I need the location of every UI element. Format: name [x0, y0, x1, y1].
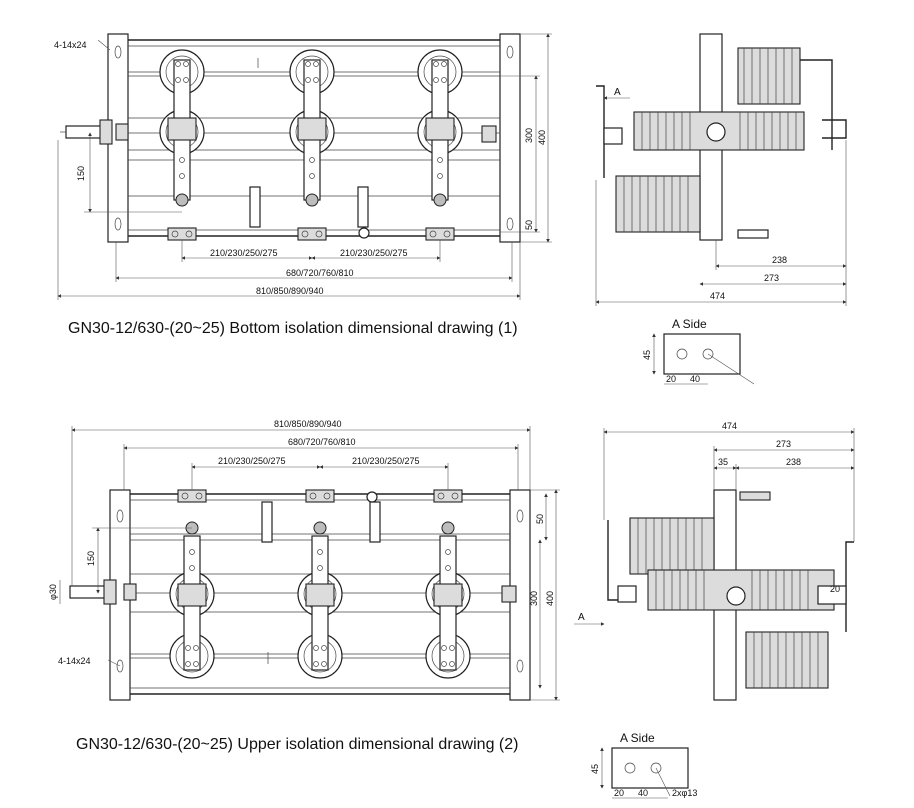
- dim-238: 238: [786, 457, 801, 467]
- dim-shaft-offset: 150: [76, 166, 86, 181]
- drawing1-side-view: A 238 273 474: [595, 33, 847, 306]
- pole-1: [169, 489, 215, 679]
- right-end-plate: [499, 33, 521, 243]
- dim-height-inner: 300: [524, 128, 534, 143]
- drawing2-caption: GN30-12/630-(20~25) Upper isolation dime…: [76, 736, 519, 753]
- pole-3: [417, 49, 463, 241]
- dim-273: 273: [764, 273, 779, 283]
- a-side-dim-40: 40: [690, 374, 700, 384]
- pole-3: [425, 489, 471, 679]
- a-side-dim-40: 40: [638, 788, 648, 798]
- insulator-lower: [745, 631, 829, 689]
- dim-238: 238: [772, 255, 787, 265]
- dim-mounting-span: 680/720/760/810: [288, 437, 356, 447]
- view-arrow-label: A: [578, 612, 585, 623]
- dim-overall-length: 810/850/890/940: [256, 286, 324, 296]
- dim-offset: 50: [524, 220, 534, 230]
- pole-1: [159, 49, 205, 241]
- dim-pole-spacing-right: 210/230/250/275: [340, 248, 408, 258]
- dim-273: 273: [776, 439, 791, 449]
- a-side-dim-45: 45: [590, 764, 600, 774]
- dim-height-inner: 300: [529, 591, 539, 606]
- dim-mounting-span: 680/720/760/810: [286, 268, 354, 278]
- a-side-dim-20: 20: [666, 374, 676, 384]
- dim-overall-length: 810/850/890/940: [274, 419, 342, 429]
- view-arrow-label: A: [614, 87, 621, 98]
- dim-35: 35: [718, 457, 728, 467]
- a-side-dim-20: 20: [614, 788, 624, 798]
- drawing2-front-view: 810/850/890/940 680/720/760/810 210/230/…: [48, 419, 560, 701]
- pole-2: [297, 489, 343, 679]
- a-side-title: A Side: [672, 317, 707, 331]
- drawing1-caption: GN30-12/630-(20~25) Bottom isolation dim…: [68, 320, 518, 337]
- a-side-dim-45: 45: [642, 350, 652, 360]
- dim-height-outer: 400: [545, 591, 555, 606]
- hole-note: 4-14x24: [54, 40, 87, 50]
- drawing2-side-view: A 474 273 35 238 20: [574, 421, 855, 701]
- dim-height-outer: 400: [537, 130, 547, 145]
- dim-474: 474: [710, 291, 725, 301]
- dim-pole-spacing-left: 210/230/250/275: [210, 248, 278, 258]
- drawing2-a-side-detail: A Side 45 20 40 2xφ13: [590, 731, 697, 799]
- drawing1-a-side-detail: A Side 45 20 40: [642, 317, 755, 385]
- insulator-upper: [737, 47, 801, 105]
- drawing1-front-view: 4-14x24 150 210/230/250/275 210/230/250/…: [54, 33, 552, 300]
- dim-pole-spacing-left: 210/230/250/275: [218, 456, 286, 466]
- dim-20: 20: [830, 584, 840, 594]
- dim-shaft-offset: 150: [86, 551, 96, 566]
- dim-offset: 50: [535, 514, 545, 524]
- dim-pole-spacing-right: 210/230/250/275: [352, 456, 420, 466]
- pole-2: [289, 49, 335, 241]
- insulator-upper: [629, 517, 715, 575]
- hole-note: 4-14x24: [58, 656, 91, 666]
- dim-474: 474: [722, 421, 737, 431]
- shaft-diameter: φ30: [48, 584, 58, 600]
- a-side-hole-note: 2xφ13: [672, 788, 697, 798]
- insulator-lower: [615, 175, 701, 233]
- a-side-title: A Side: [620, 731, 655, 745]
